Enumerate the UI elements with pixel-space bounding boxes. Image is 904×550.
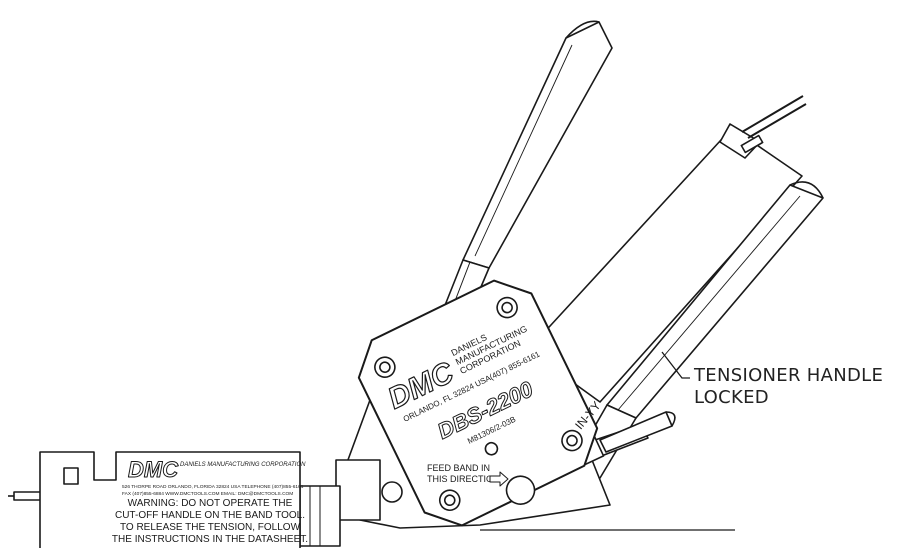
plate-screw [566,434,578,447]
tensioner-callout: TENSIONER HANDLE LOCKED [694,365,883,409]
box-fax: FAX (407)855-6884 WWW.DMCTOOLS.COM EMAIL… [122,491,293,497]
callout-line-2: LOCKED [694,387,769,408]
callout-line-1: TENSIONER HANDLE [694,365,884,386]
feed-arrow-icon [489,471,509,487]
feed-text-1: FEED BAND IN [427,463,490,473]
plate-screw [379,361,391,373]
box-warning-3: TO RELEASE THE TENSION, FOLLOW [120,522,301,533]
plate-screw [501,301,513,314]
tool-plate: DMC DANIELS MANUFACTURING CORPORATION OR… [357,279,599,527]
pivot [505,475,536,505]
box-logo: DMC [128,457,179,482]
box-warning-4: THE INSTRUCTIONS IN THE DATASHEET. [112,534,308,545]
plate-screw [443,494,456,507]
feed-text-2: THIS DIRECTION [427,474,500,484]
box-warning-2: CUT-OFF HANDLE ON THE BAND TOOL. [115,510,305,521]
tensioner-cylinder [527,95,807,403]
feed-label: FEED BAND IN THIS DIRECTION [427,463,509,487]
box-company: DANIELS MANUFACTURING CORPORATION [180,462,306,468]
callout-leader [661,351,690,379]
box-address: 526 THORPE ROAD ORLANDO, FLORIDA 32824 U… [122,484,304,490]
left-fixture-box: DMC DANIELS MANUFACTURING CORPORATION 52… [8,451,308,548]
box-warning-1: WARNING: DO NOT OPERATE THE [128,498,293,509]
